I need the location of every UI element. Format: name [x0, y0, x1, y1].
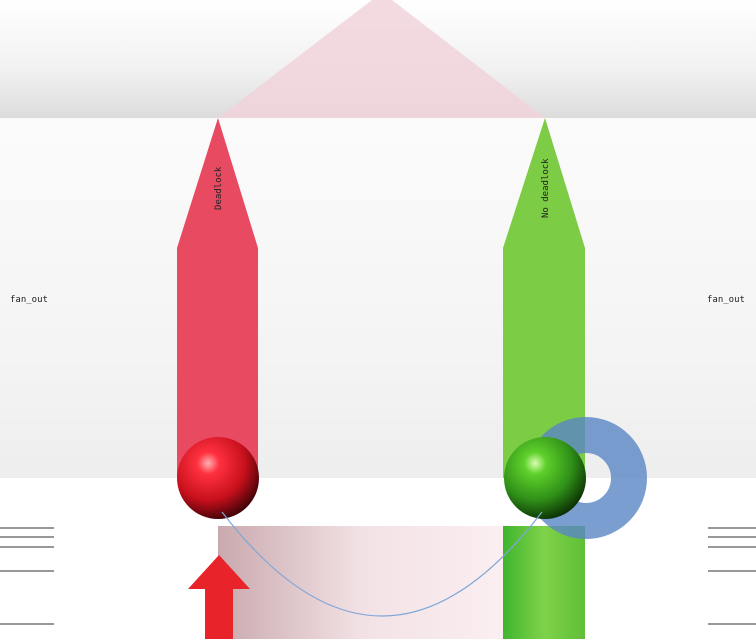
no-deadlock-bar: [503, 118, 585, 478]
floor-block: [218, 526, 508, 639]
no-deadlock-label: No deadlock: [541, 158, 551, 218]
green-post: [503, 526, 585, 639]
connection-arc: [221, 511, 543, 617]
fan-out-left-label: fan_out: [10, 295, 48, 305]
roof-triangle: [218, 0, 545, 118]
green-ball: [504, 437, 586, 519]
deadlock-bar: [177, 118, 258, 478]
red-up-arrow-icon: [188, 555, 250, 639]
right-panel-lines: [708, 527, 756, 625]
deadlock-label: Deadlock: [214, 166, 224, 210]
left-panel-lines: [0, 527, 54, 625]
fan-out-right-label: fan_out: [707, 295, 745, 305]
red-ball: [177, 437, 259, 519]
